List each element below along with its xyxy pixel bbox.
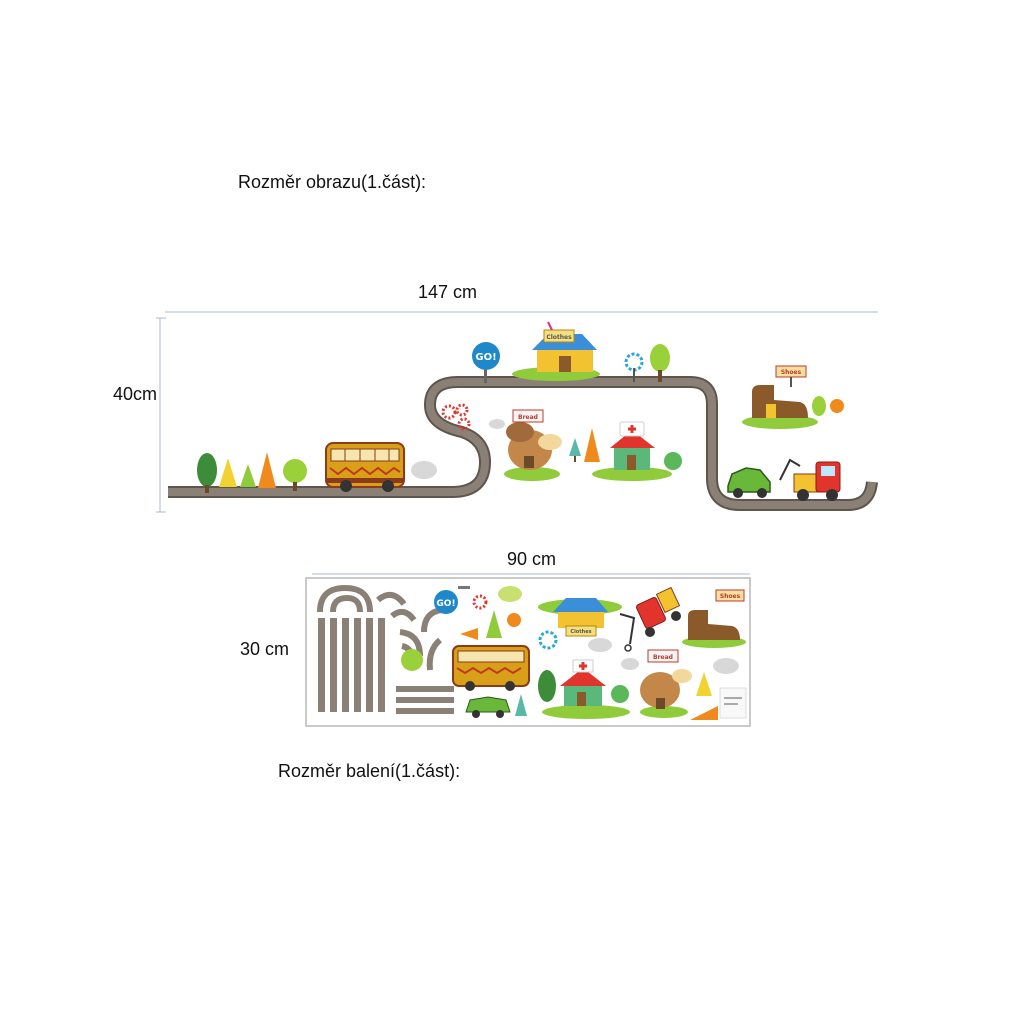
tree-near-shop [650,344,670,382]
image-height-label: 40cm [113,384,158,404]
clothes-shop: Clothes [512,321,600,381]
package-pinwheel [538,630,612,702]
package-width-label: 90 cm [507,549,557,569]
road-track [168,376,878,511]
package-go-text: GO! [436,599,455,609]
package-small-items [401,586,522,671]
bread-house: Bread [489,409,562,481]
tree-group-center [569,428,600,462]
package-corner-items [690,672,747,720]
package-clothes-text: Clothes [570,629,591,635]
hospital-house [592,421,682,481]
image-size-title: Rozměr obrazu(1.část): [238,172,427,192]
package-bread-house: Bread [621,649,692,718]
bus [325,442,437,492]
dimension-lines-top [156,311,878,513]
package-hospital-house [542,659,630,719]
go-sign: GO! [472,342,500,383]
green-car [727,467,771,498]
package-size-title: Rozměr balení(1.část): [278,761,461,781]
package-clothes-shop: Clothes [538,598,622,637]
package-shoes-text: Shoes [720,593,741,600]
clothes-sign-text: Clothes [546,334,572,341]
package-green-car [465,694,527,718]
package-go-sign: GO! [434,586,470,614]
package-height-label: 30 cm [240,639,290,659]
package-bread-text: Bread [653,654,673,661]
go-sign-text: GO! [475,352,496,363]
gear-icons [441,403,471,431]
tow-truck [779,458,841,501]
shoes-sign-text: Shoes [781,369,802,376]
bread-sign-text: Bread [518,414,538,421]
shoe-house: Shoes [742,365,844,429]
tree-group-left [197,452,307,493]
package-tow-truck [619,586,681,652]
image-width-label: 147 cm [418,282,478,302]
package-shoe-house: Shoes [682,589,746,674]
pinwheel [624,352,644,382]
package-road-strips [318,618,454,714]
package-bus [452,645,530,691]
